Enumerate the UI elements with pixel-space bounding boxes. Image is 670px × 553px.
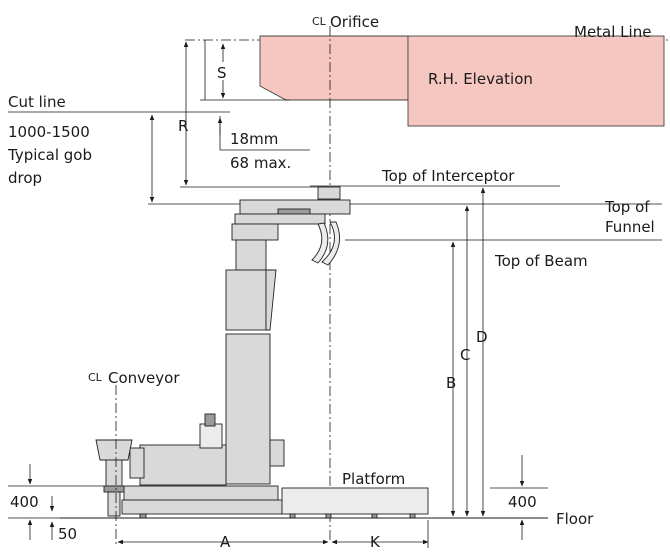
platform-label: Platform xyxy=(342,470,405,488)
dim-18mm-label: 18mm xyxy=(230,130,278,148)
orifice-label: Orifice xyxy=(330,13,379,31)
gob-drop-line3: drop xyxy=(8,169,42,187)
orifice-cl-symbol: CL xyxy=(312,15,327,28)
top-interceptor-label: Top of Interceptor xyxy=(381,167,515,185)
rh-elevation-label: R.H. Elevation xyxy=(428,70,533,88)
left-400-label: 400 xyxy=(10,493,39,511)
a-label: A xyxy=(220,533,231,551)
c-label: C xyxy=(460,346,470,364)
b-label: B xyxy=(446,374,456,392)
dim-50-label: 50 xyxy=(58,525,77,543)
conveyor-label: Conveyor xyxy=(108,369,180,387)
gob-drop-line2: Typical gob xyxy=(7,146,92,164)
s-label: S xyxy=(217,64,227,82)
r-label: R xyxy=(178,117,188,135)
dim-68max-label: 68 max. xyxy=(230,154,291,172)
conveyor-cl-symbol: CL xyxy=(88,371,103,384)
machine xyxy=(95,186,429,519)
k-label: K xyxy=(370,533,381,551)
right-400-label: 400 xyxy=(508,493,537,511)
top-beam-label: Top of Beam xyxy=(494,252,588,270)
top-funnel-label1: Top of xyxy=(604,198,650,216)
rh-elevation-block xyxy=(407,35,665,127)
cut-line-label: Cut line xyxy=(8,93,66,111)
metal-line-label: Metal Line xyxy=(574,23,651,41)
d-label: D xyxy=(476,328,488,346)
top-funnel-label2: Funnel xyxy=(605,218,655,236)
floor-label: Floor xyxy=(556,510,594,528)
orifice-block xyxy=(259,35,409,101)
gob-drop-line1: 1000-1500 xyxy=(8,123,90,141)
